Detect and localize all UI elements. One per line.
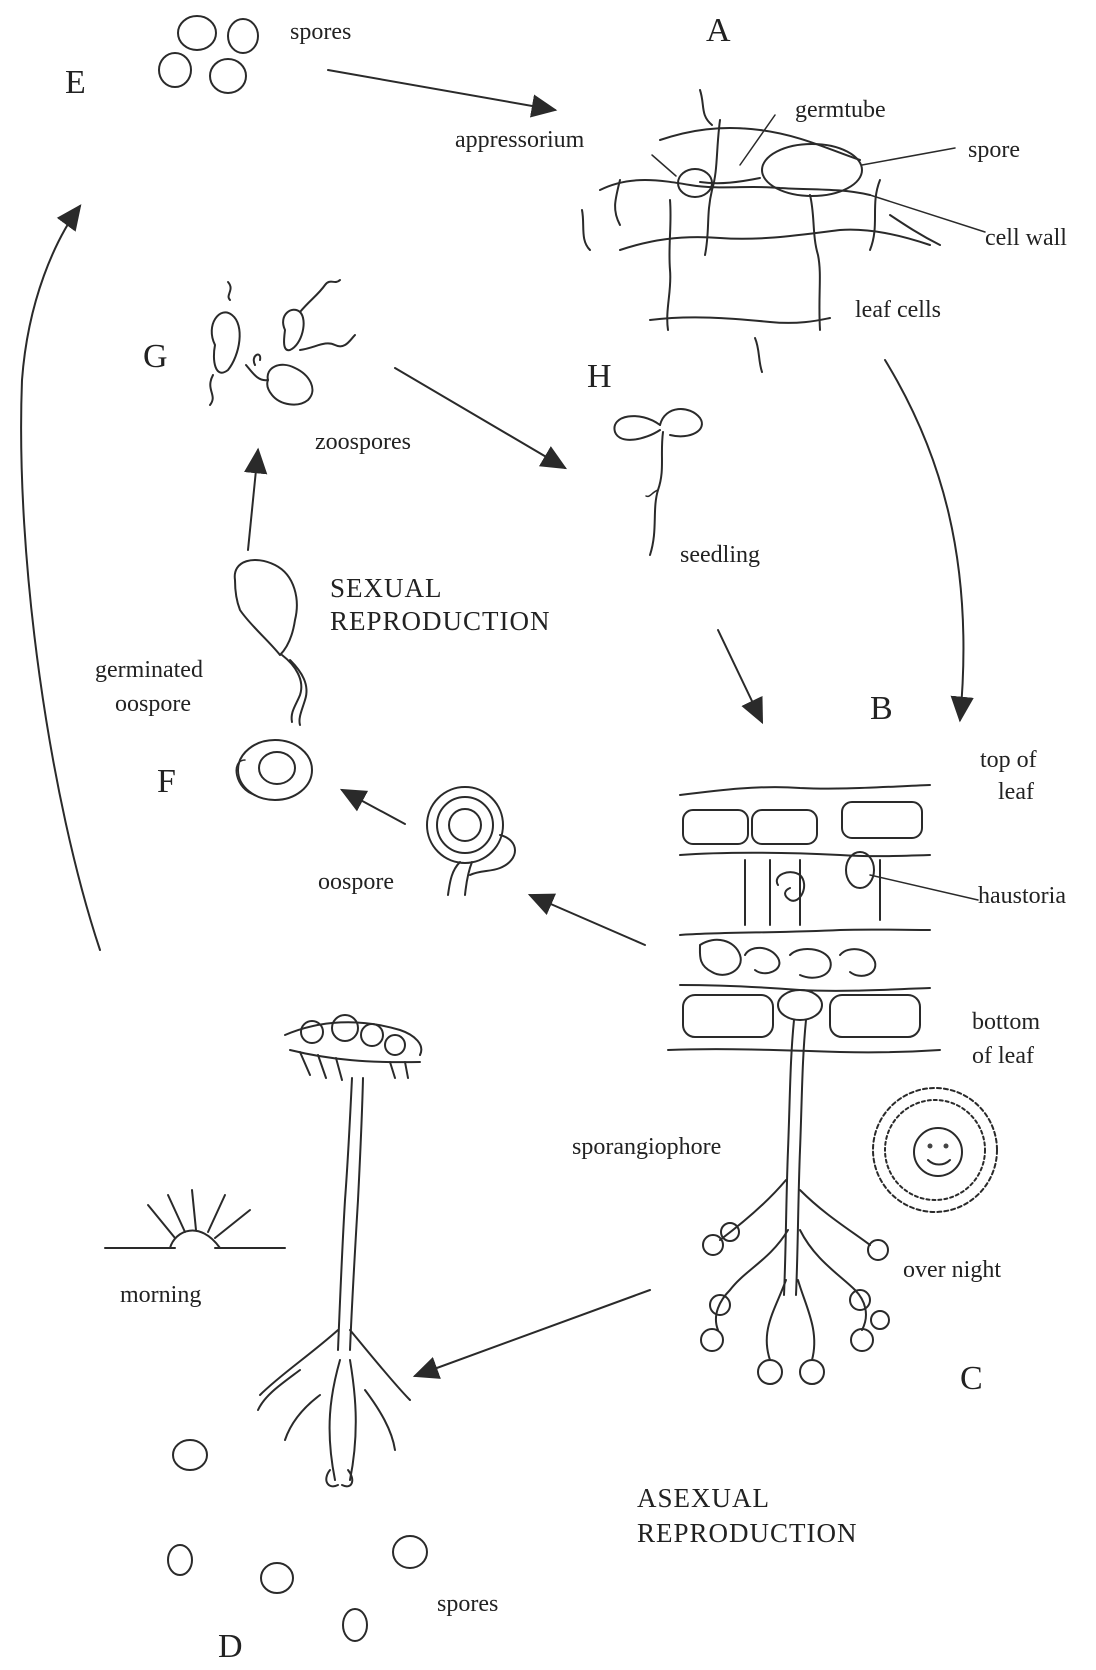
label-leaf-cells: leaf cells [855, 298, 941, 322]
leaf-cross-section-b [668, 785, 978, 1384]
label-spores-e: spores [290, 20, 351, 44]
label-sporangiophore: sporangiophore [572, 1135, 721, 1159]
label-asexual-line1: ASEXUAL [637, 1485, 770, 1512]
label-germinated-line1: germinated [95, 658, 203, 682]
spore-on-leaf [762, 144, 862, 196]
oospore-shape [427, 787, 515, 895]
label-sexual-line1: SEXUAL [330, 575, 443, 602]
label-morning: morning [120, 1283, 201, 1307]
spores-d [168, 1440, 427, 1641]
label-zoospores: zoospores [315, 430, 411, 454]
cycle-arrows [21, 70, 963, 1376]
label-appressorium: appressorium [455, 128, 584, 152]
stage-letter-b: B [870, 692, 893, 726]
stage-letter-c: C [960, 1362, 983, 1396]
stage-letter-e: E [65, 66, 86, 100]
label-spore: spore [968, 138, 1020, 162]
label-sexual-line2: REPRODUCTION [330, 608, 551, 635]
stage-letter-a: A [706, 14, 731, 48]
stage-letter-g: G [143, 340, 168, 374]
spores-cluster-e [159, 16, 258, 93]
label-over-night: over night [903, 1258, 1001, 1282]
label-top-of-leaf-line2: leaf [998, 780, 1034, 804]
label-oospore: oospore [318, 870, 394, 894]
label-asexual-line2: REPRODUCTION [637, 1520, 858, 1547]
stage-letter-h: H [587, 360, 612, 394]
zoospores-g [210, 280, 355, 405]
label-germinated-line2: oospore [115, 692, 191, 716]
germinated-oospore-f [235, 560, 312, 800]
sporangiophore-d [258, 1015, 421, 1486]
label-bottom-line1: bottom [972, 1010, 1040, 1034]
sun-icon [105, 1190, 285, 1248]
label-haustoria: haustoria [978, 884, 1066, 908]
label-cell-wall: cell wall [985, 226, 1067, 250]
label-seedling: seedling [680, 543, 760, 567]
stage-letter-d: D [218, 1630, 243, 1664]
seedling-h [614, 409, 701, 555]
stage-letter-f: F [157, 765, 176, 799]
label-bottom-line2: of leaf [972, 1044, 1034, 1068]
leaf-cells-a [582, 90, 985, 372]
label-germtube: germtube [795, 98, 886, 122]
moon-face-icon [873, 1088, 997, 1212]
label-spores-d: spores [437, 1592, 498, 1616]
label-top-of-leaf-line1: top of [980, 748, 1037, 772]
haustorium-shape [846, 852, 874, 888]
